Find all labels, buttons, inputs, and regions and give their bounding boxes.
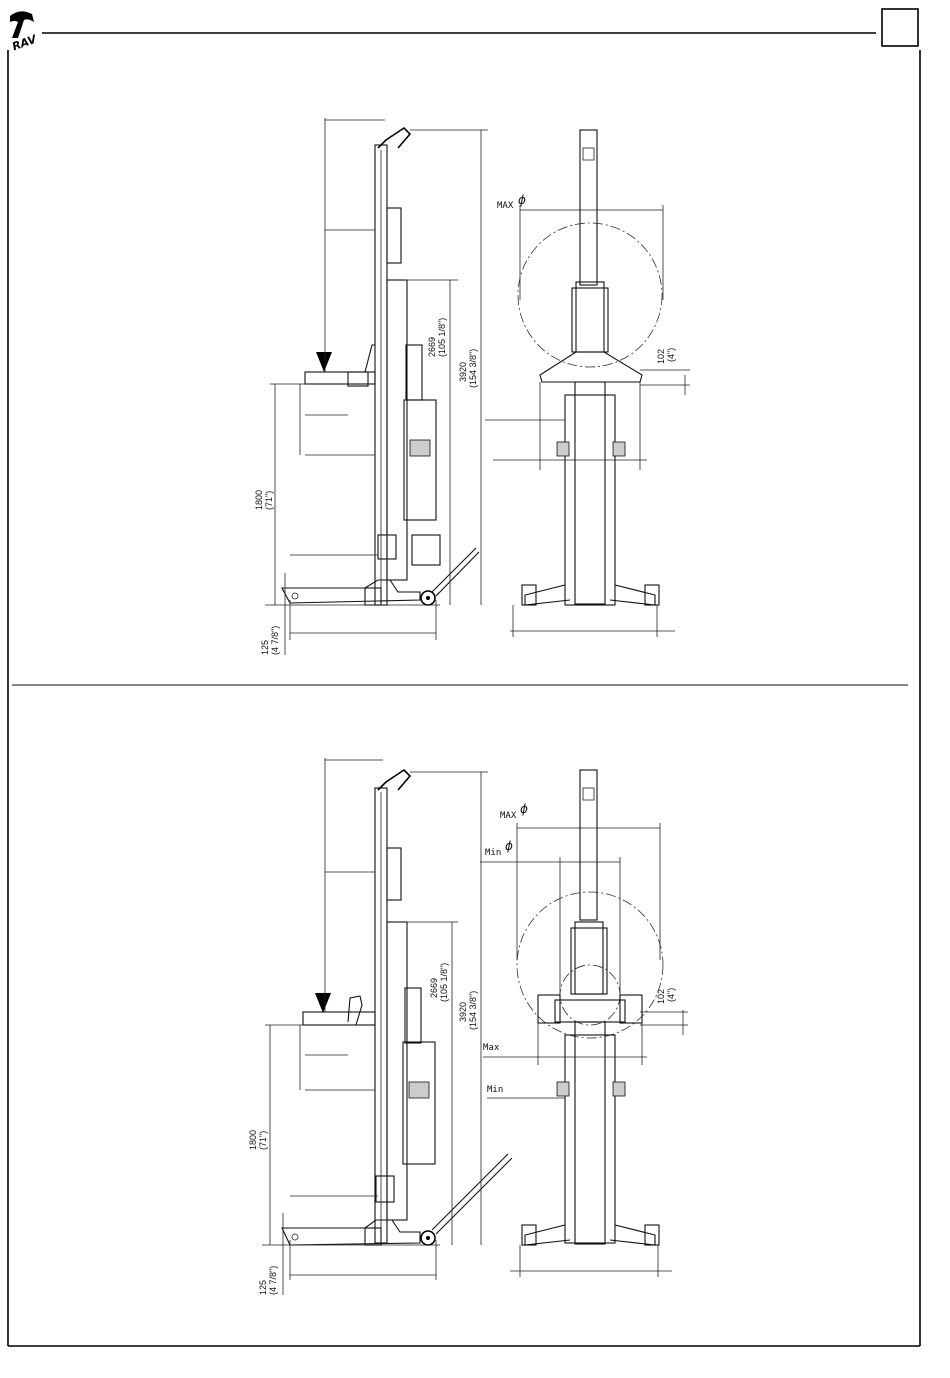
top-diameter-symbol: ϕ [518, 193, 526, 207]
bottom-min-width-label: Min [487, 1085, 503, 1095]
bottom-dim-total-in: (154 3/8") [468, 991, 478, 1030]
top-dim-column-in: (105 1/8") [437, 318, 447, 357]
top-dim-base-in: (4 7/8") [270, 626, 280, 655]
bottom-min-label: Min [485, 848, 501, 858]
bottom-max-diameter-symbol: ϕ [520, 802, 528, 816]
top-max-label: MAX [497, 201, 514, 211]
page-frame [8, 9, 920, 1346]
bottom-max-label: MAX [500, 811, 517, 821]
bottom-dim-base-in: (4 7/8") [268, 1266, 278, 1295]
top-dim-base: 125 [260, 640, 270, 655]
top-dim-offset: 102 [656, 349, 666, 364]
bottom-dim-lift-height: 1800 [248, 1130, 258, 1150]
company-logo-icon: RAV [10, 11, 40, 53]
top-dim-lift-height-in: (71") [264, 491, 274, 510]
top-front-view [485, 130, 690, 637]
bottom-dim-lift-height-in: (71") [258, 1131, 268, 1150]
top-dim-lift-height: 1800 [254, 490, 264, 510]
bottom-dim-total: 3920 [458, 1002, 468, 1022]
bottom-dim-offset-in: (4") [666, 988, 676, 1002]
top-side-view [265, 118, 488, 655]
top-dim-offset-in: (4") [666, 348, 676, 362]
bottom-min-diameter-symbol: ϕ [505, 839, 513, 853]
top-dim-column: 2669 [427, 337, 437, 357]
bottom-dim-column: 2669 [429, 978, 439, 998]
page-number-box [882, 9, 918, 46]
bottom-dim-offset: 102 [656, 989, 666, 1004]
top-dim-total-in: (154 3/8") [468, 349, 478, 388]
bottom-dim-column-in: (105 1/8") [439, 963, 449, 1002]
bottom-max-width-label: Max [483, 1043, 500, 1053]
top-dim-total: 3920 [458, 362, 468, 382]
bottom-dim-base: 125 [258, 1280, 268, 1295]
